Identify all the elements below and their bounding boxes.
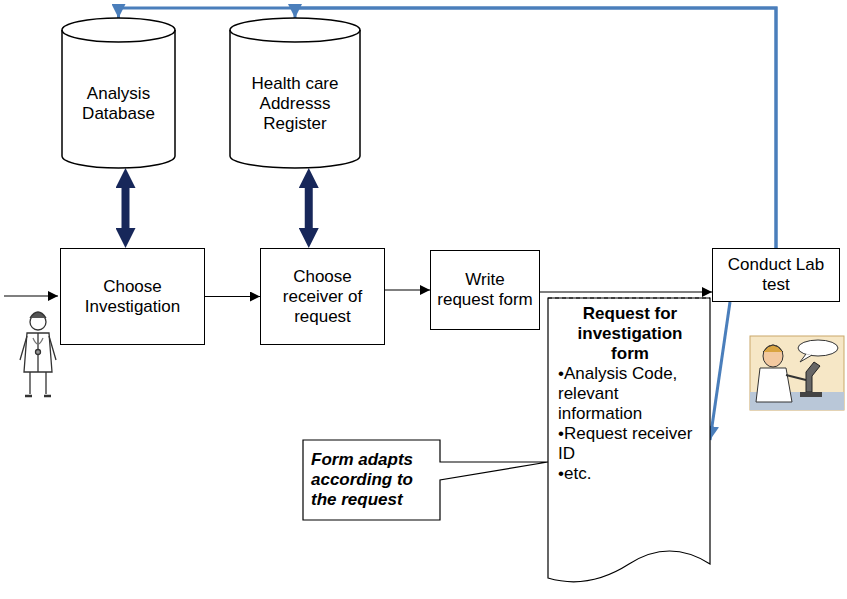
node-label: Health care Addresss Register: [236, 74, 354, 134]
form-heading: Request for investigation form: [558, 304, 702, 364]
cylinder-body: [230, 18, 360, 168]
node-label: Choose receiver of request: [267, 267, 378, 327]
connector-arrow: [122, 188, 130, 228]
database-cylinder: Health care Addresss Register: [230, 18, 360, 168]
callout-text: Form adapts according to the request: [311, 450, 432, 510]
node-label: Write request form: [437, 270, 533, 310]
connector-arrow: [385, 289, 430, 290]
connector-arrow: [710, 302, 730, 440]
cylinder-rim: [230, 30, 360, 42]
process-box: Write request form: [430, 250, 540, 330]
node-label: Analysis Database: [68, 84, 169, 124]
process-box: Conduct Lab test: [712, 248, 840, 302]
database-cylinder: Analysis Database: [62, 18, 175, 168]
connector-arrow: [295, 8, 776, 248]
lab-scientist-cartoon: [750, 336, 844, 410]
process-box: Choose receiver of request: [260, 248, 385, 345]
cylinder-body: [62, 18, 175, 168]
connector-arrow: [305, 188, 313, 228]
document-outline: [548, 298, 710, 582]
form-bullet: •etc.: [558, 464, 702, 484]
entry-arrow: [4, 295, 58, 296]
process-box: Choose Investigation: [60, 248, 205, 345]
connector-arrow: [540, 291, 712, 292]
form-bullet: •Request receiver ID: [558, 424, 702, 464]
callout-outline: [303, 440, 548, 520]
node-label: Choose Investigation: [67, 277, 198, 317]
doctor-figure: [20, 312, 56, 396]
dashed-top: [548, 297, 710, 298]
connector-arrow: [119, 8, 777, 248]
callout-box: Form adapts according to the request: [303, 440, 440, 520]
form-bullet: •Analysis Code, relevant information: [558, 364, 702, 424]
connector-arrow: [205, 296, 260, 297]
node-label: Conduct Lab test: [719, 255, 833, 295]
document-shape: Request for investigation form•Analysis …: [548, 298, 710, 590]
cylinder-rim: [62, 30, 175, 42]
